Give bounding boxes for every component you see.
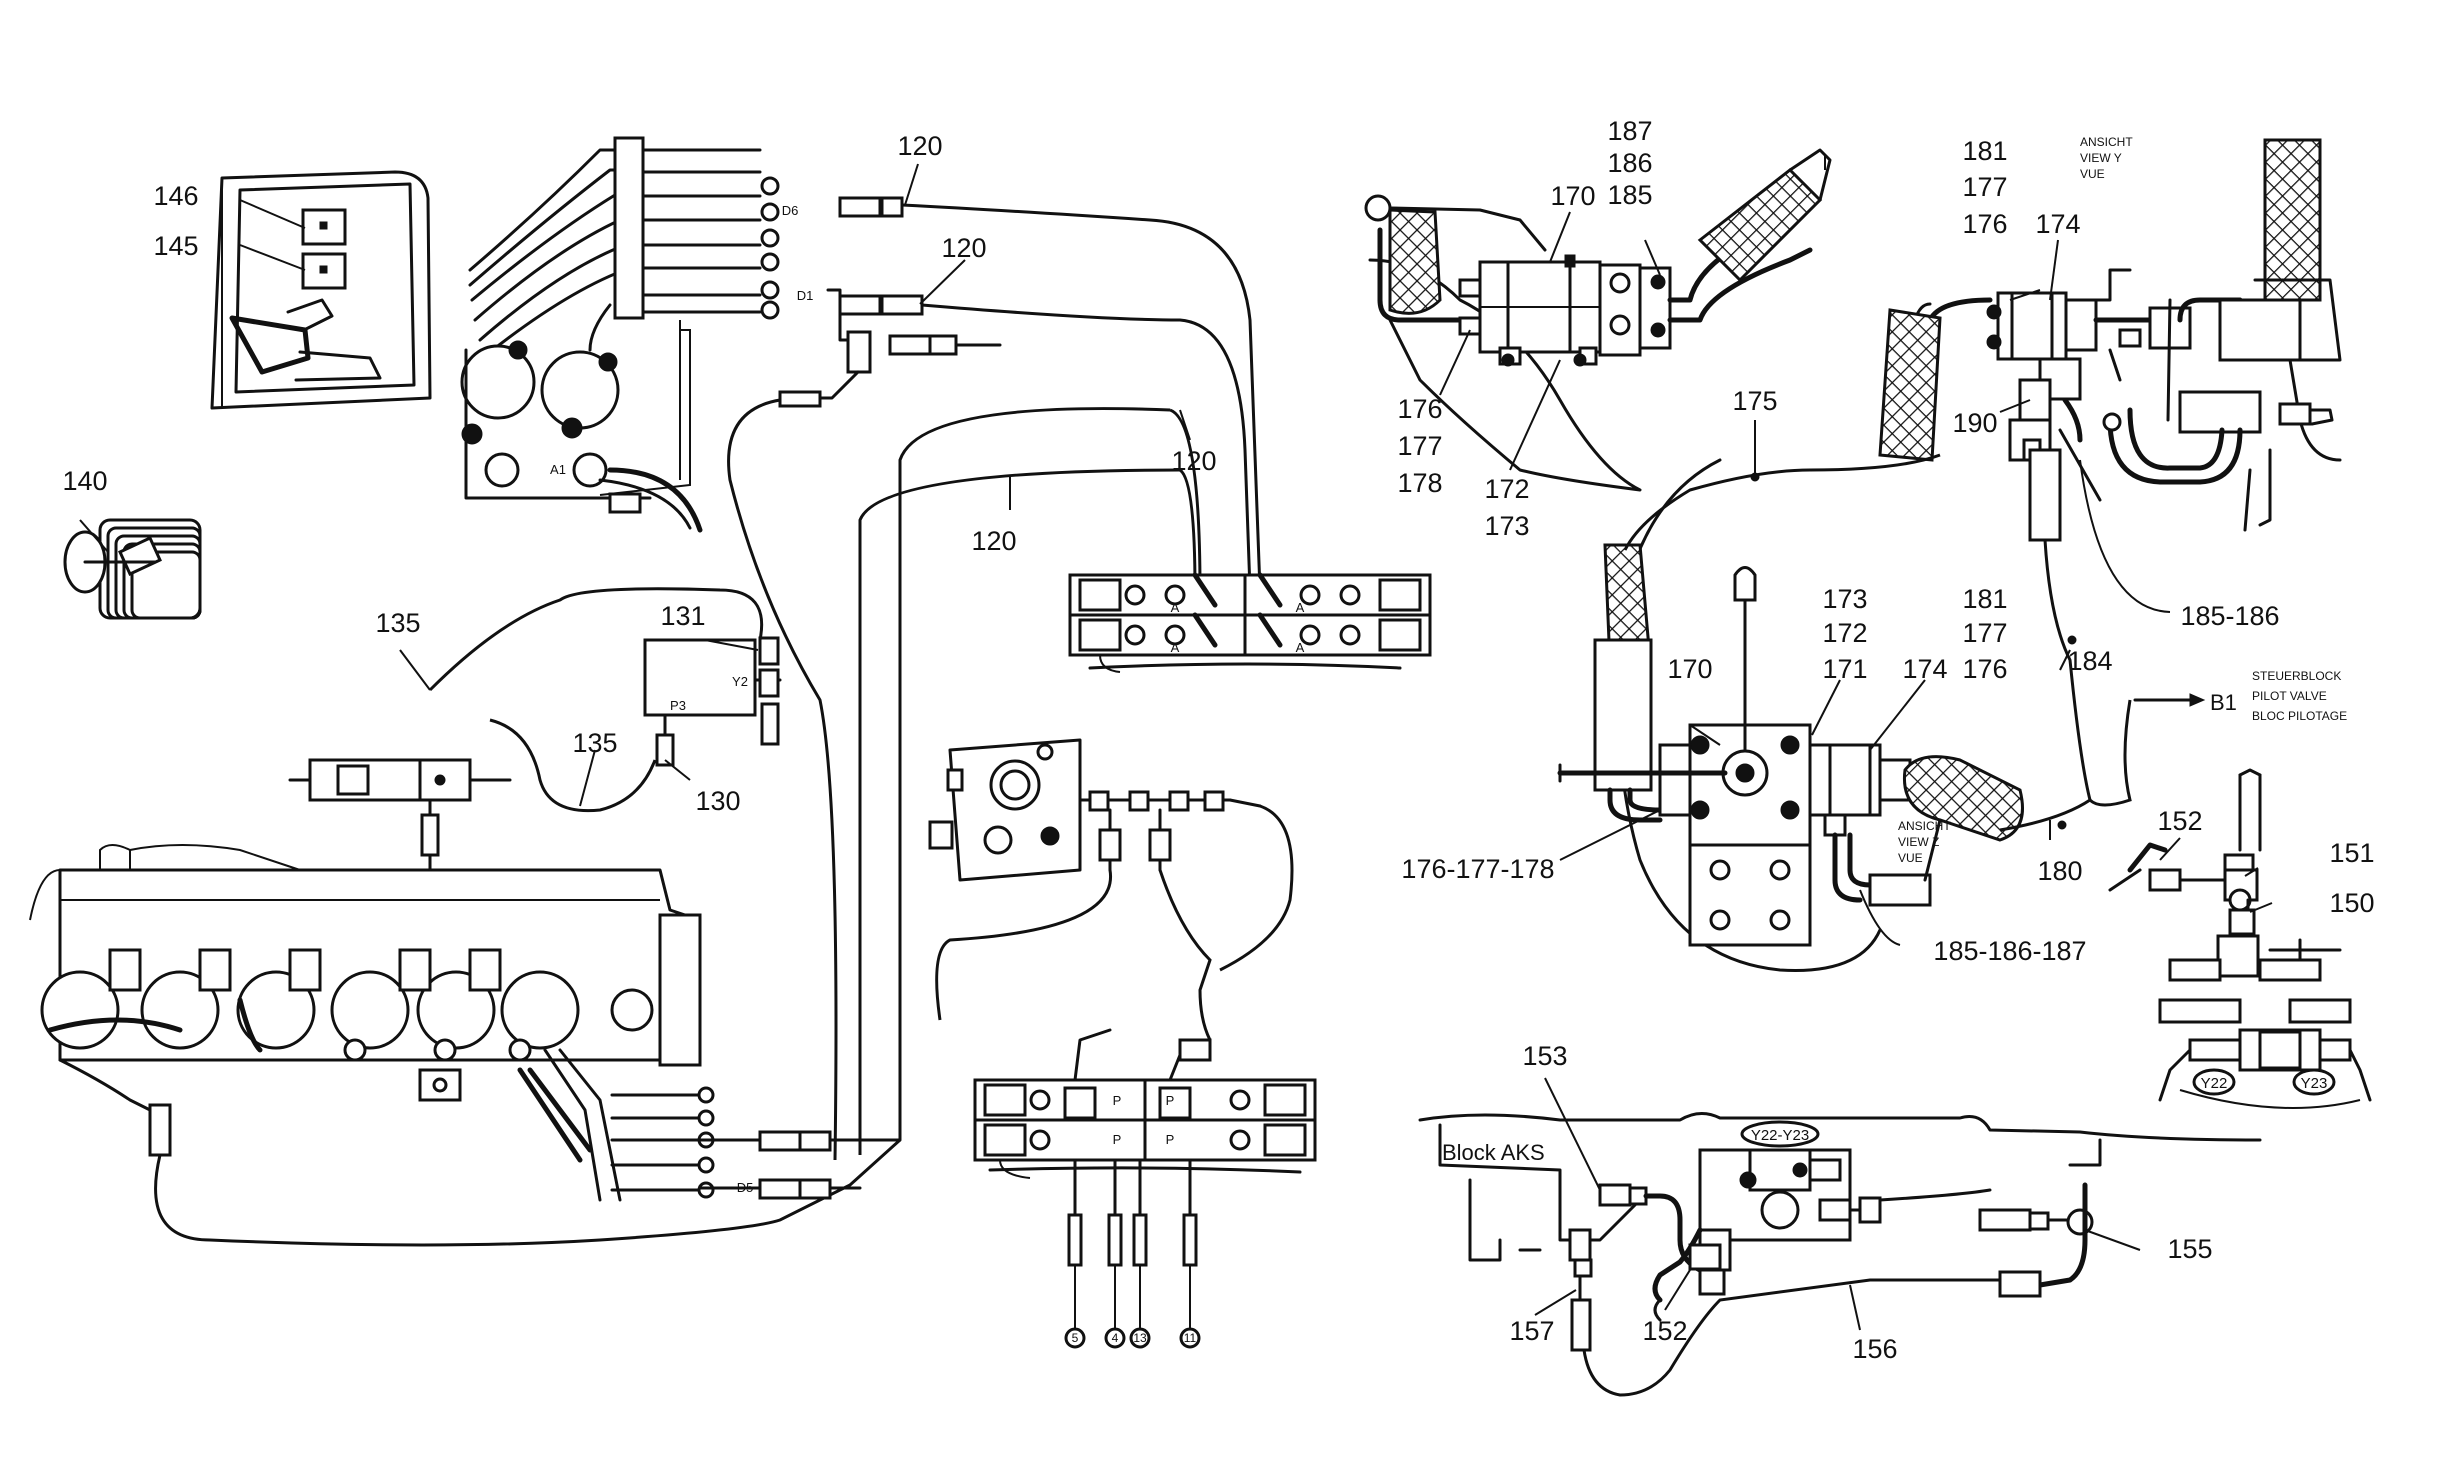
valve-port-a-1: A bbox=[1171, 600, 1180, 615]
callout-140: 140 bbox=[62, 466, 107, 496]
valve-port-a-4: A bbox=[1296, 640, 1305, 655]
pilot-block-de: STEUERBLOCK bbox=[2252, 669, 2341, 683]
view-y-ansicht: ANSICHT bbox=[2080, 135, 2133, 149]
hose-120-fittings: D6 D1 bbox=[778, 196, 1002, 408]
callout-120-d: 120 bbox=[971, 526, 1016, 556]
solenoid-y23-label: Y23 bbox=[2301, 1075, 2328, 1092]
callout-173-top: 173 bbox=[1484, 511, 1529, 541]
port-d6-label: D6 bbox=[782, 203, 799, 218]
callout-131: 131 bbox=[660, 601, 705, 631]
callout-172-mid: 172 bbox=[1822, 618, 1867, 648]
port-13-label: 13 bbox=[1133, 1331, 1147, 1345]
hose-lines-120 bbox=[727, 203, 1262, 1161]
callout-181-top: 181 bbox=[1962, 136, 2007, 166]
callout-173-mid: 173 bbox=[1822, 584, 1867, 614]
callout-156: 156 bbox=[1852, 1334, 1897, 1364]
port-11-label: 11 bbox=[1184, 1331, 1197, 1345]
port-p3-label: P3 bbox=[670, 698, 686, 713]
callout-157: 157 bbox=[1509, 1316, 1554, 1346]
pilot-block-en: PILOT VALVE bbox=[2252, 689, 2327, 703]
callout-120-b: 120 bbox=[941, 233, 986, 263]
callout-181-mid: 181 bbox=[1962, 584, 2007, 614]
callout-leaders bbox=[79, 163, 2273, 1331]
callout-135-b: 135 bbox=[572, 728, 617, 758]
port-d1-label: D1 bbox=[797, 288, 814, 303]
callout-155: 155 bbox=[2167, 1234, 2212, 1264]
callout-178-top: 178 bbox=[1397, 468, 1442, 498]
callout-151: 151 bbox=[2329, 838, 2374, 868]
valve-port-a-2: A bbox=[1171, 640, 1180, 655]
view-y-view: VIEW Y bbox=[2080, 151, 2122, 165]
callout-177-right: 177 bbox=[1962, 172, 2007, 202]
callout-152-right: 152 bbox=[2157, 806, 2202, 836]
callout-numbers: 146 145 140 120 120 120 120 135 135 131 … bbox=[62, 116, 2374, 1364]
detail-pilot-valve-center: ANSICHT VIEW Z VUE bbox=[1557, 458, 2024, 972]
b1-label: B1 bbox=[2210, 690, 2237, 715]
callout-176-right: 176 bbox=[1962, 209, 2007, 239]
detail-solenoid-y22-y23: Y22 Y23 bbox=[2108, 768, 2372, 1109]
callout-170-top: 170 bbox=[1550, 181, 1595, 211]
joystick-assembly bbox=[63, 518, 202, 620]
callout-185-186-187: 185-186-187 bbox=[1933, 936, 2086, 966]
b1-arrow: B1 STEUERBLOCK PILOT VALVE BLOC PILOTAGE bbox=[2133, 669, 2347, 723]
port-a1-label: A1 bbox=[550, 462, 566, 477]
valve-port-p-4: P bbox=[1166, 1132, 1175, 1147]
solenoid-block-131: Y2 P3 bbox=[428, 587, 782, 813]
callout-130: 130 bbox=[695, 786, 740, 816]
solenoid-y2-label: Y2 bbox=[732, 674, 748, 689]
block-aks-label: Block AKS bbox=[1442, 1140, 1545, 1165]
callout-190: 190 bbox=[1952, 408, 1997, 438]
callout-172-top: 172 bbox=[1484, 474, 1529, 504]
callout-176-177-178: 176-177-178 bbox=[1401, 854, 1554, 884]
callout-120-c: 120 bbox=[1171, 446, 1216, 476]
callout-175: 175 bbox=[1732, 386, 1777, 416]
y22-y23-label: Y22-Y23 bbox=[1751, 1127, 1809, 1144]
callout-120-a: 120 bbox=[897, 131, 942, 161]
callout-180: 180 bbox=[2037, 856, 2082, 886]
callout-153: 153 bbox=[1522, 1041, 1567, 1071]
callout-135-a: 135 bbox=[375, 608, 420, 638]
pilot-block-fr: BLOC PILOTAGE bbox=[2252, 709, 2347, 723]
callout-150: 150 bbox=[2329, 888, 2374, 918]
callout-185-186: 185-186 bbox=[2180, 601, 2279, 631]
callout-170-mid: 170 bbox=[1667, 654, 1712, 684]
valve-bank-lower: P P P P 5 4 13 11 bbox=[973, 1028, 1317, 1349]
solenoid-y22-label: Y22 bbox=[2201, 1075, 2228, 1092]
valve-port-a-3: A bbox=[1296, 600, 1305, 615]
callout-176-mid: 176 bbox=[1962, 654, 2007, 684]
detail-valve-top bbox=[1364, 148, 1832, 492]
port-5-label: 5 bbox=[1072, 1331, 1079, 1345]
detail-view-y: ANSICHT VIEW Y VUE bbox=[1878, 135, 2342, 542]
callout-186: 186 bbox=[1607, 148, 1652, 178]
view-z-vue: VUE bbox=[1898, 851, 1923, 865]
callout-187: 187 bbox=[1607, 116, 1652, 146]
callout-176-top: 176 bbox=[1397, 394, 1442, 424]
callout-184: 184 bbox=[2067, 646, 2112, 676]
left-machine-body: D5 bbox=[29, 758, 902, 1247]
callout-185: 185 bbox=[1607, 180, 1652, 210]
callout-174-mid: 174 bbox=[1902, 654, 1947, 684]
valve-port-p-3: P bbox=[1166, 1093, 1175, 1108]
block-aks-assembly: Y22-Y23 Block AKS bbox=[1418, 1112, 2262, 1397]
pilot-hoses-right bbox=[1623, 453, 2132, 832]
callout-146: 146 bbox=[153, 181, 198, 211]
callout-174-top: 174 bbox=[2035, 209, 2080, 239]
callout-171: 171 bbox=[1822, 654, 1867, 684]
callout-152-bottom: 152 bbox=[1642, 1316, 1687, 1346]
valve-port-p-2: P bbox=[1113, 1132, 1122, 1147]
valve-port-p-1: P bbox=[1113, 1093, 1122, 1108]
port-4-label: 4 bbox=[1112, 1331, 1119, 1345]
callout-177-mid: 177 bbox=[1962, 618, 2007, 648]
view-y-vue: VUE bbox=[2080, 167, 2105, 181]
callout-145: 145 bbox=[153, 231, 198, 261]
view-z-ansicht: ANSICHT bbox=[1898, 819, 1951, 833]
pilot-manifold-block bbox=[928, 738, 1294, 1041]
upper-valve-block: A1 bbox=[460, 136, 780, 533]
control-panel-assembly bbox=[210, 170, 432, 410]
view-z-view: VIEW Z bbox=[1898, 835, 1939, 849]
valve-bank-upper: A A A A bbox=[1068, 572, 1432, 673]
callout-177-top: 177 bbox=[1397, 431, 1442, 461]
